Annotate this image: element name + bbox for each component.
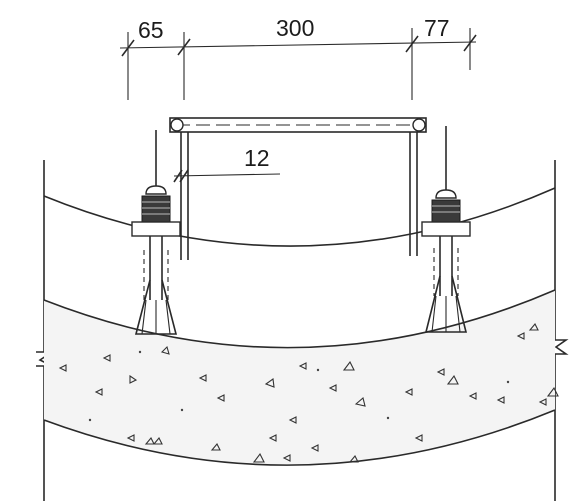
concrete-dots	[88, 350, 510, 422]
concrete-aggregate	[58, 323, 559, 463]
left-anchor	[131, 130, 181, 335]
top-curve	[43, 187, 556, 247]
concrete-band	[44, 290, 555, 466]
bottom-curve	[43, 409, 556, 466]
horizontal-pipe	[169, 117, 427, 133]
middle-curve	[43, 289, 556, 349]
dim-left-offset: 65	[138, 17, 164, 43]
gap-dimension	[173, 169, 281, 183]
dim-right-offset: 77	[424, 15, 450, 41]
right-anchor	[421, 126, 471, 333]
left-post	[180, 132, 189, 260]
dim-gap: 12	[244, 145, 270, 171]
right-break-symbol	[548, 339, 569, 355]
top-dimension-chain	[119, 28, 477, 100]
dim-span: 300	[276, 15, 314, 41]
right-post	[409, 132, 418, 256]
